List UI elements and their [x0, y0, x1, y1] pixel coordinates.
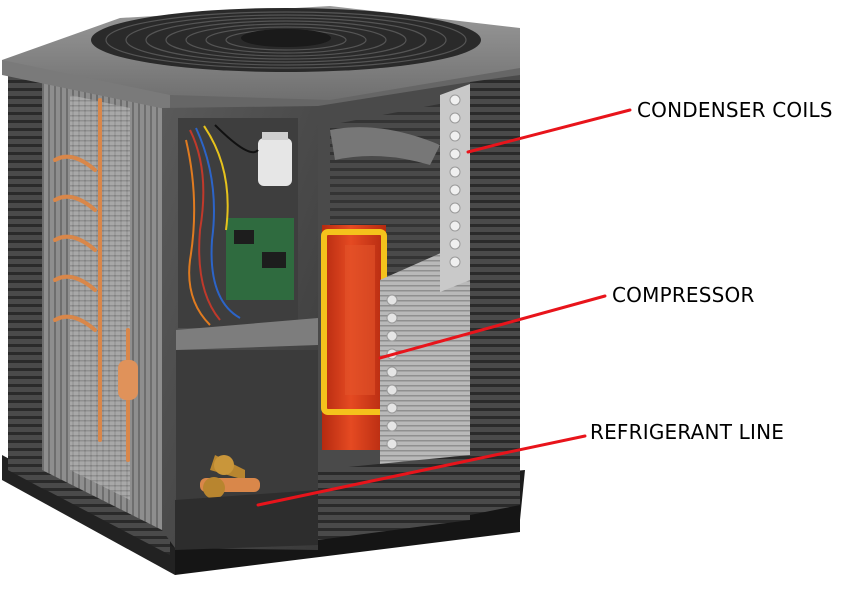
- compressor-label: COMPRESSOR: [612, 283, 755, 307]
- refrigerant-line-label: REFRIGERANT LINE: [590, 420, 785, 444]
- condenser-coils-label: CONDENSER COILS: [637, 98, 833, 122]
- fan-grille-icon: [91, 8, 481, 72]
